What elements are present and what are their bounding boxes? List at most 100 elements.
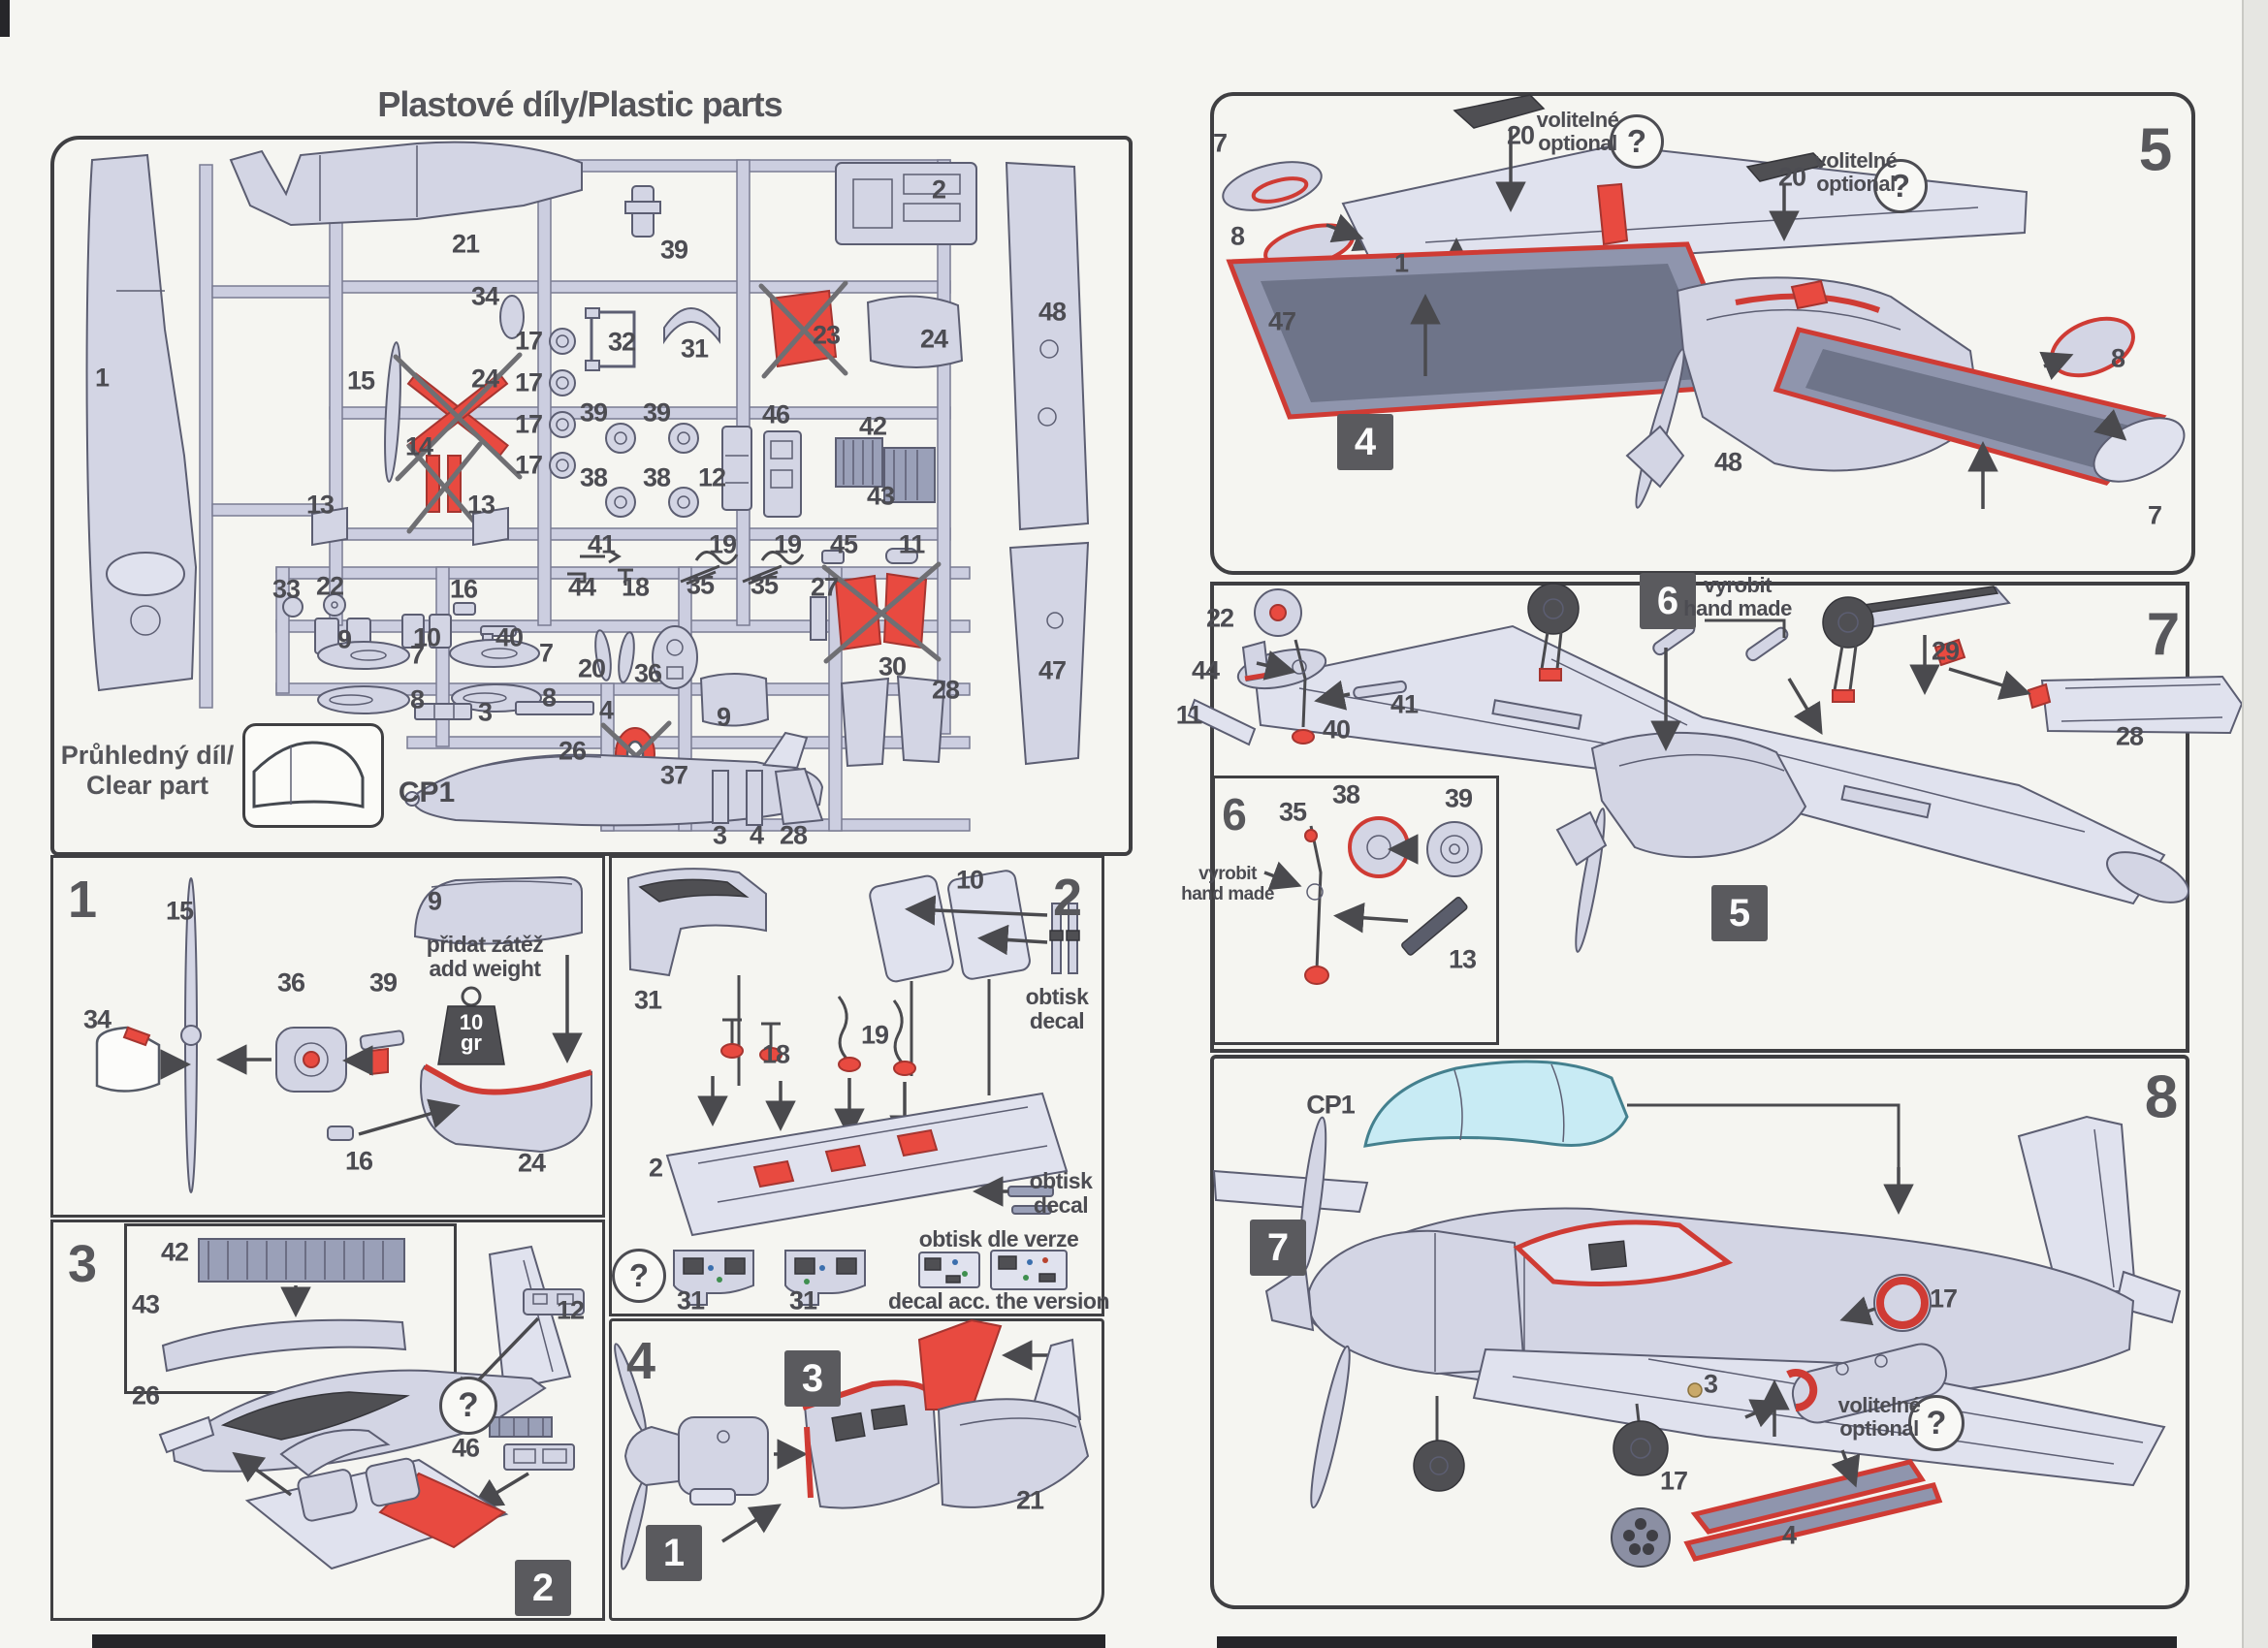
step3-box <box>50 1220 605 1621</box>
part-label: 44 <box>1191 655 1220 685</box>
step2-box <box>609 855 1104 1316</box>
part-label: 1 <box>1393 248 1409 278</box>
caption-line: vyrobit <box>1198 864 1257 884</box>
question-mark-icon: ? <box>612 1249 666 1303</box>
part-label: 13 <box>1448 944 1477 974</box>
caption-line: vyrobit <box>1704 573 1772 597</box>
caption-line: optional <box>1538 130 1617 155</box>
part-label: 37 <box>659 760 688 790</box>
sprue-runners <box>199 159 971 832</box>
clear-part-label: Průhledný díl/ Clear part <box>61 741 235 801</box>
part-label: 40 <box>495 622 524 652</box>
part-label: 38 <box>579 462 608 492</box>
part-label: 19 <box>773 529 802 559</box>
section-number: 3 <box>67 1235 97 1293</box>
part-label: 26 <box>558 736 587 766</box>
caption-decal-version: obtisk dle verze <box>919 1227 1079 1252</box>
part-label: 12 <box>556 1295 585 1325</box>
part-label: 41 <box>1390 689 1419 719</box>
part-label: 32 <box>607 327 636 357</box>
right-top-illustration <box>1222 94 2186 509</box>
part-label: 33 <box>272 574 301 604</box>
step-badge: 7 <box>1250 1220 1306 1276</box>
part-label: 9 <box>716 702 731 732</box>
part-label: 30 <box>878 651 907 681</box>
part-label: 13 <box>305 490 335 520</box>
clear-part-label-en: Clear part <box>85 771 209 801</box>
part-label: 9 <box>427 886 442 916</box>
section-number: 2 <box>1052 869 1082 927</box>
step4-illustration <box>614 1318 1090 1570</box>
section-number: 8 <box>2144 1063 2179 1131</box>
step-badge: 2 <box>515 1560 571 1616</box>
section-number: 5 <box>2138 116 2173 184</box>
part-label: 18 <box>621 572 650 602</box>
part-label: 46 <box>451 1433 480 1463</box>
caption-line: volitelné <box>1814 148 1898 173</box>
weight-line: 10 <box>459 1010 484 1035</box>
part-label: 19 <box>860 1020 889 1050</box>
part-label: 31 <box>788 1285 817 1315</box>
caption-line: optional <box>1839 1415 1919 1441</box>
caption-line: volitelné <box>1837 1393 1921 1417</box>
step-badge: 3 <box>784 1350 841 1407</box>
part-label: 9 <box>336 624 352 654</box>
part-label: 46 <box>761 399 790 429</box>
part-label: 7 <box>2147 500 2162 530</box>
part-label: 7 <box>538 638 554 668</box>
part-label: 19 <box>708 529 737 559</box>
part-label: 20 <box>1506 120 1535 150</box>
part-label: 2 <box>931 174 946 205</box>
part-label: 23 <box>812 320 841 350</box>
step-badge: 4 <box>1337 414 1393 470</box>
part-label: 28 <box>931 675 960 705</box>
right-bottom-illustration <box>1212 1060 2182 1568</box>
part-label: 40 <box>1322 714 1351 745</box>
part-label: 42 <box>858 411 887 441</box>
part-label: 29 <box>1931 636 1960 666</box>
part-label: 3 <box>477 697 493 727</box>
caption-line: decal <box>1033 1191 1089 1218</box>
caption-line: hand made <box>1181 883 1274 904</box>
part-label: 31 <box>676 1285 705 1315</box>
clear-part-frame <box>242 723 384 828</box>
part-label: 11 <box>1175 700 1203 730</box>
scan-edge-right <box>2242 0 2268 1648</box>
part-label: 14 <box>404 431 433 461</box>
part-label: 7 <box>1212 128 1228 158</box>
part-label: 48 <box>1713 447 1742 477</box>
part-label: 18 <box>761 1039 790 1069</box>
caption-line: volitelné <box>1536 108 1619 132</box>
part-label: 42 <box>160 1237 189 1267</box>
question-mark-icon: ? <box>1908 1395 1965 1451</box>
part-label: 38 <box>1331 779 1360 809</box>
part-label: 7 <box>409 640 425 670</box>
section-number: 6 <box>1222 789 1247 840</box>
part-label: 4 <box>1781 1520 1797 1550</box>
caption-line: decal acc. the version <box>887 1288 1110 1314</box>
part-label: 43 <box>866 481 895 511</box>
caption-line: add weight <box>429 955 541 981</box>
part-label: 39 <box>579 397 608 428</box>
part-label: 36 <box>633 658 662 688</box>
part-label: 24 <box>517 1148 546 1178</box>
step-badge: 5 <box>1711 885 1768 941</box>
part-label: 31 <box>680 333 709 364</box>
clear-part-label-cz: Průhledný díl/ <box>60 741 235 770</box>
part-label: 48 <box>1038 297 1067 327</box>
right-middle-inset-box <box>1212 776 1499 1045</box>
page-title: Plastové díly/Plastic parts <box>377 84 783 124</box>
part-label: 4 <box>598 695 614 725</box>
caption-decal-version-en: decal acc. the version <box>887 1288 1110 1314</box>
part-label: 24 <box>470 364 499 394</box>
part-label: 17 <box>514 367 543 397</box>
right-bottom-box <box>1210 1055 2189 1609</box>
step-badge: 1 <box>646 1525 702 1581</box>
clear-part-code: CP1 <box>398 776 456 808</box>
part-label: 36 <box>276 967 305 998</box>
